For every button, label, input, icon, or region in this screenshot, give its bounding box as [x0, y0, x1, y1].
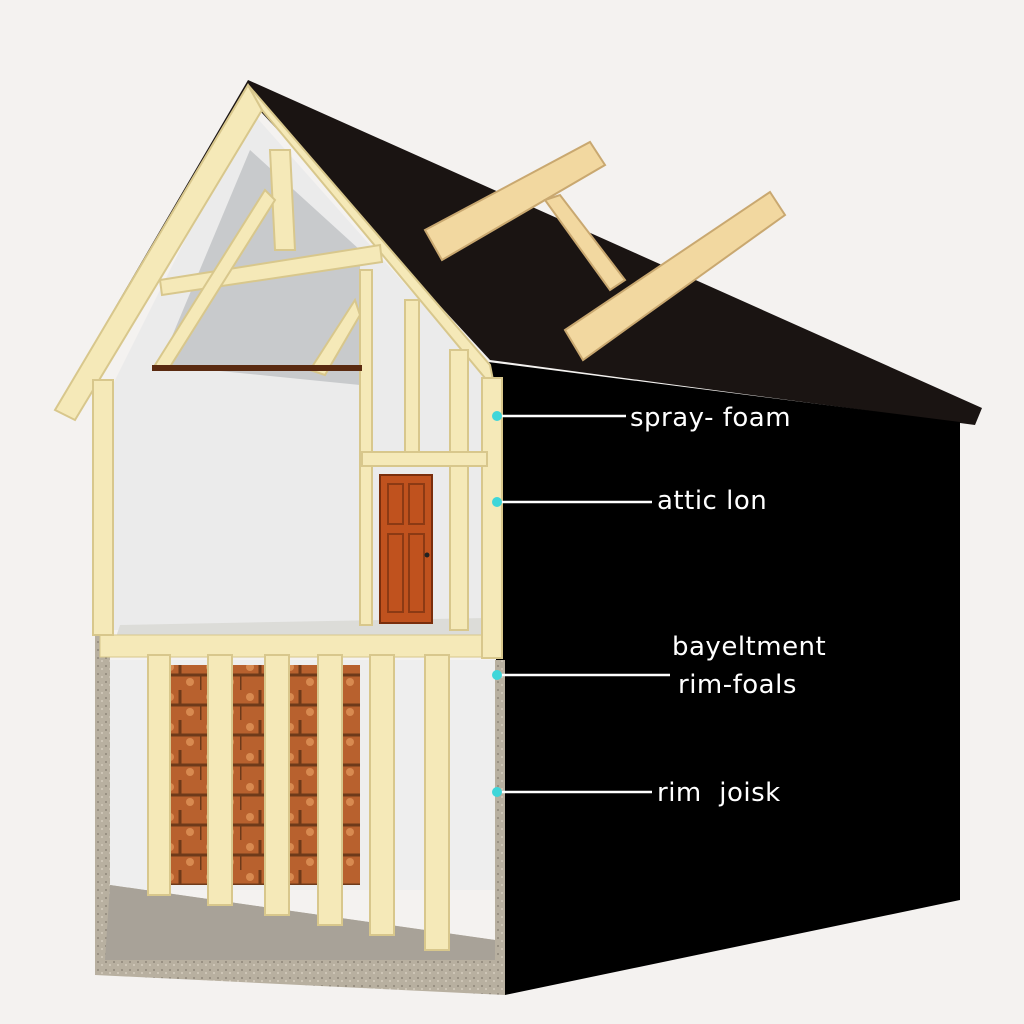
roof-planks: [423, 140, 787, 362]
callout-label: rim joisk: [657, 778, 781, 808]
side-wall: [488, 362, 960, 995]
callout-attic: attic lon: [492, 486, 767, 516]
framing: [53, 82, 503, 951]
door-knob-icon: [424, 552, 430, 558]
callout-spray-foam: spray- foam: [492, 403, 791, 433]
callout-label: rim-foals: [678, 670, 797, 700]
basement-floor: [105, 885, 495, 960]
callout-label: bayeltment: [672, 632, 826, 662]
floor-beam: [99, 634, 501, 658]
attic-opening-edge: [152, 365, 362, 371]
callout-rim-foals: bayeltment rim-foals: [492, 632, 826, 700]
callout-label: attic lon: [657, 486, 767, 516]
callout-label: spray- foam: [630, 403, 791, 433]
callout-rim-joisk: rim joisk: [492, 778, 781, 808]
roof: [55, 80, 982, 425]
